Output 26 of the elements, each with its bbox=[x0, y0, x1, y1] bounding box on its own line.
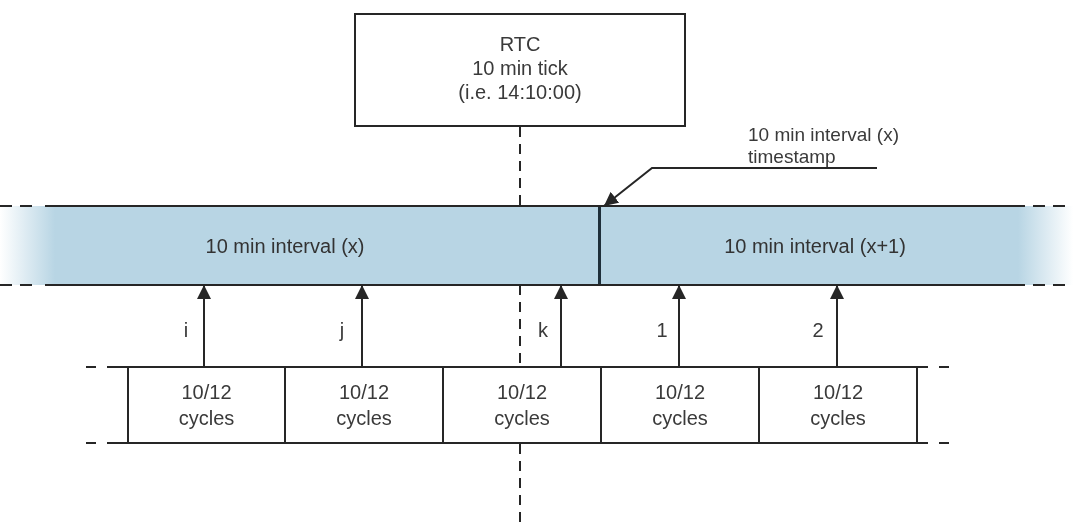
detail-text: 10 min tick bbox=[472, 56, 568, 80]
interval-band bbox=[0, 206, 598, 285]
cycle-box bbox=[442, 366, 602, 444]
interval-label: 10 min interval (x) bbox=[205, 233, 365, 258]
arrow bbox=[197, 284, 211, 367]
cycle-label: 10/12 cycles bbox=[651, 380, 709, 431]
cycle-box bbox=[127, 366, 286, 444]
arrow bbox=[554, 284, 568, 367]
cycle-box bbox=[600, 366, 760, 444]
arrow bbox=[355, 284, 369, 367]
leader-line bbox=[603, 167, 878, 207]
process-box bbox=[354, 13, 686, 127]
cycle-label: 10/12 cycles bbox=[177, 380, 236, 431]
arrow bbox=[830, 284, 844, 367]
cycle-label: 10/12 cycles bbox=[809, 380, 867, 431]
cycle-label: 10/12 cycles bbox=[493, 380, 551, 431]
arrow bbox=[672, 284, 686, 367]
title-text: RTC bbox=[499, 32, 541, 56]
interval-label: 10 min interval (x+1) bbox=[724, 233, 906, 258]
cycle-label: 10/12 cycles bbox=[335, 380, 393, 431]
detail-text: (i.e. 14:10:00) bbox=[458, 80, 582, 104]
interval-band bbox=[598, 206, 1073, 285]
cycle-box bbox=[284, 366, 444, 444]
callout-text: 10 min interval (x) timestamp bbox=[748, 124, 920, 168]
tick-marker-line bbox=[519, 126, 521, 523]
cycle-box bbox=[758, 366, 918, 444]
